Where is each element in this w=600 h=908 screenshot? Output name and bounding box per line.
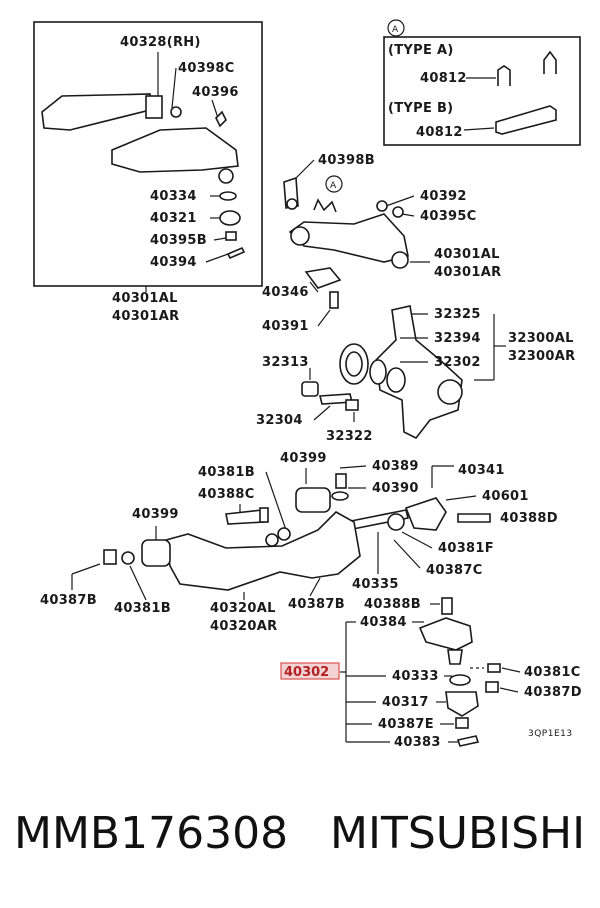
label-32394: 32394	[434, 331, 481, 346]
label-32313: 32313	[262, 355, 309, 370]
lower-arm-icon	[165, 511, 361, 591]
dust-boot-icon	[445, 691, 479, 717]
label-32300ar: 32300AR	[508, 349, 575, 364]
label-40399-top: 40399	[280, 451, 327, 466]
part-number: MMB176308	[14, 808, 289, 859]
upper-arm-group: 40398B A 40392 40395C 40301AL 40301AR 40…	[262, 153, 501, 334]
label-40391: 40391	[262, 319, 309, 334]
arm-shaft-icon	[41, 93, 151, 131]
label-40320ar: 40320AR	[210, 619, 277, 634]
clip-type-a-icon	[497, 65, 511, 86]
label-40383: 40383	[394, 735, 441, 750]
label-40384: 40384	[360, 615, 407, 630]
inset-circle-letter: A	[392, 25, 399, 35]
highlight-box	[280, 662, 340, 680]
label-40381c: 40381C	[524, 665, 581, 680]
label-40334: 40334	[150, 189, 197, 204]
label-32302: 32302	[434, 355, 481, 370]
label-40394: 40394	[150, 255, 197, 270]
brand-name: MITSUBISHI	[330, 808, 586, 859]
label-40399-left: 40399	[132, 507, 179, 522]
label-32300al: 32300AL	[508, 331, 574, 346]
clip-type-b-icon	[495, 105, 557, 135]
label-32304: 32304	[256, 413, 303, 428]
label-40302: 40302	[284, 665, 329, 680]
label-40387c: 40387C	[426, 563, 483, 578]
type-a-label: (TYPE A)	[388, 43, 454, 58]
label-40398c: 40398C	[178, 61, 235, 76]
label-40346: 40346	[262, 285, 309, 300]
label-40388c: 40388C	[198, 487, 255, 502]
label-40381f: 40381F	[438, 541, 494, 556]
label-40389: 40389	[372, 459, 419, 474]
type-a-part: 40812	[420, 71, 467, 86]
label-40301al: 40301AL	[434, 247, 500, 262]
label-40301ar: 40301AR	[434, 265, 501, 280]
label-40333: 40333	[392, 669, 439, 684]
label-40392: 40392	[420, 189, 467, 204]
label-40341: 40341	[458, 463, 505, 478]
bushing-top-icon	[295, 487, 331, 513]
upper-circle-letter: A	[330, 181, 337, 191]
footer: MMB176308 MITSUBISHI	[0, 808, 600, 878]
label-40301al-left: 40301AL	[112, 291, 178, 306]
stabilizer-bracket-icon	[404, 497, 447, 531]
label-40381b-left: 40381B	[114, 601, 171, 616]
upper-arm-lh-icon	[288, 213, 409, 263]
label-40317: 40317	[382, 695, 429, 710]
label-40396: 40396	[192, 85, 239, 100]
label-40301ar-left: 40301AR	[112, 309, 179, 324]
upper-arm-rh-icon	[111, 127, 239, 173]
label-40381b-top: 40381B	[198, 465, 255, 480]
type-b-part: 40812	[416, 125, 463, 140]
label-40387d: 40387D	[524, 685, 582, 700]
label-40320al: 40320AL	[210, 601, 276, 616]
label-40328rh: 40328(RH)	[120, 35, 201, 50]
ball-joint-group: 40388B 40384 40302 40333 40381C 40317 40…	[280, 597, 582, 750]
bushing-left-icon	[141, 539, 171, 567]
left-box: 40328(RH) 40398C 40396 40334 40321 40395…	[33, 21, 263, 324]
inset-box: A (TYPE A) 40812 (TYPE B) 40812	[383, 19, 581, 146]
knuckle-group: 32325 32394 32302 32300AL 32300AR 32313 …	[256, 305, 575, 444]
label-40395c: 40395C	[420, 209, 477, 224]
label-40387b-mid: 40387B	[288, 597, 345, 612]
type-b-label: (TYPE B)	[388, 101, 453, 116]
ball-joint-icon	[418, 617, 473, 651]
label-40395b: 40395B	[150, 233, 207, 248]
clip-type-a-alt-icon	[543, 50, 557, 74]
label-40387b-left: 40387B	[40, 593, 97, 608]
label-40321: 40321	[150, 211, 197, 226]
label-40388b: 40388B	[364, 597, 421, 612]
label-40398b: 40398B	[318, 153, 375, 168]
label-40390: 40390	[372, 481, 419, 496]
label-40601: 40601	[482, 489, 529, 504]
diagram-code: 3QP1E13	[528, 729, 573, 739]
label-32325: 32325	[434, 307, 481, 322]
label-40335: 40335	[352, 577, 399, 592]
label-40388d: 40388D	[500, 511, 558, 526]
label-40387e: 40387E	[378, 717, 434, 732]
label-32322: 32322	[326, 429, 373, 444]
lower-arm-group: 40381B 40388C 40399 40389 40390 40341 40…	[40, 451, 558, 634]
